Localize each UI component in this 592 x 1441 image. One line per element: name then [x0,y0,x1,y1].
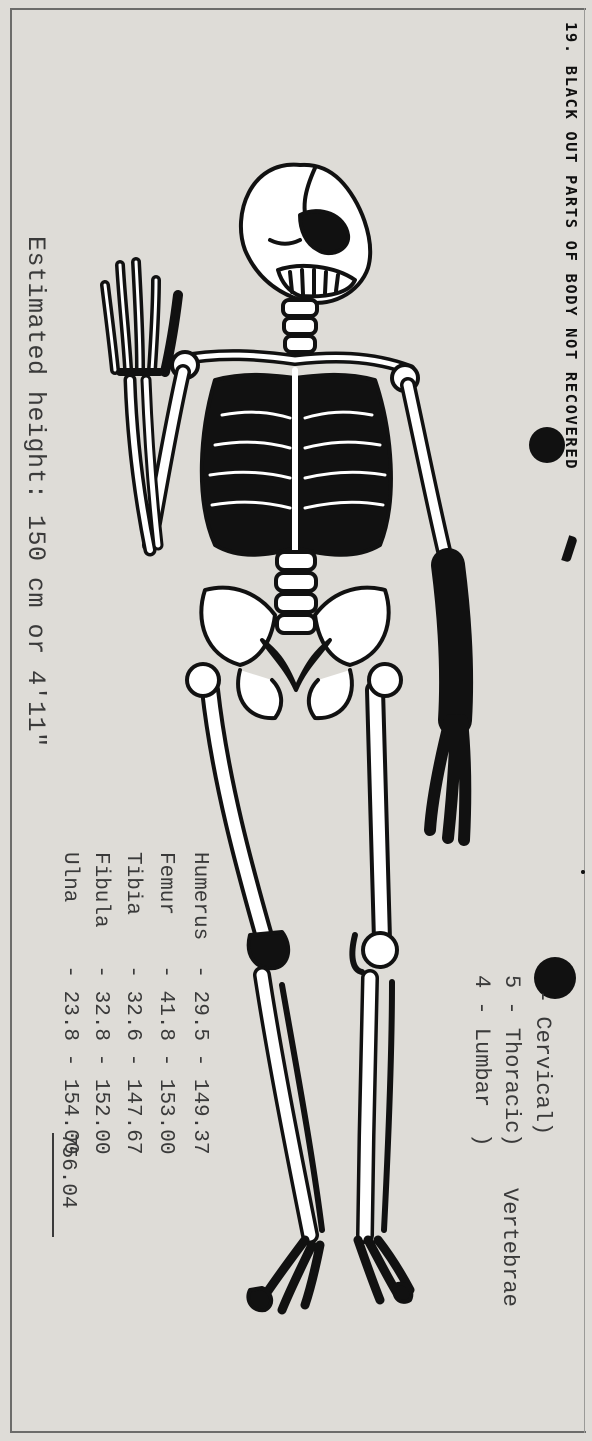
skull [241,165,370,303]
measurement-row-ulna: Ulna - 23.8 - 154.00 [59,852,80,1154]
measurement-total: 756.04 [57,1133,78,1209]
estimated-height: Estimated height: 150 cm or 4'11" [21,236,50,748]
vertebrae-label: Vertebrae [497,1188,522,1307]
measurement-row-humerus: Humerus - 29.5 - 149.37 [189,852,210,1154]
blackout-dot-upper [529,427,565,463]
sum-underline [52,1133,54,1237]
vertebrae-cervical: - Cervical) [531,990,553,1135]
measurement-row-femur: Femur - 41.8 - 153.00 [155,852,176,1154]
left-hand [105,262,178,372]
vertebrae-thoracic: 5 - Thoracic) [500,975,522,1147]
feet [248,1240,411,1310]
measurement-row-fibula: Fibula - 32.8 - 152.00 [90,852,111,1154]
measurement-row-tibia: Tibia - 32.6 - 147.67 [122,852,143,1154]
cervical-spine [283,300,317,352]
lumbar-spine [276,552,316,633]
vertebrae-lumbar: 4 - Lumbar ) [470,975,492,1147]
heading-number: 19. [562,22,580,55]
form-heading: 19. BLACK OUT PARTS OF BODY NOT RECOVERE… [562,22,580,470]
rib-cage [202,370,391,555]
heading-text: BLACK OUT PARTS OF BODY NOT RECOVERED [562,66,580,470]
